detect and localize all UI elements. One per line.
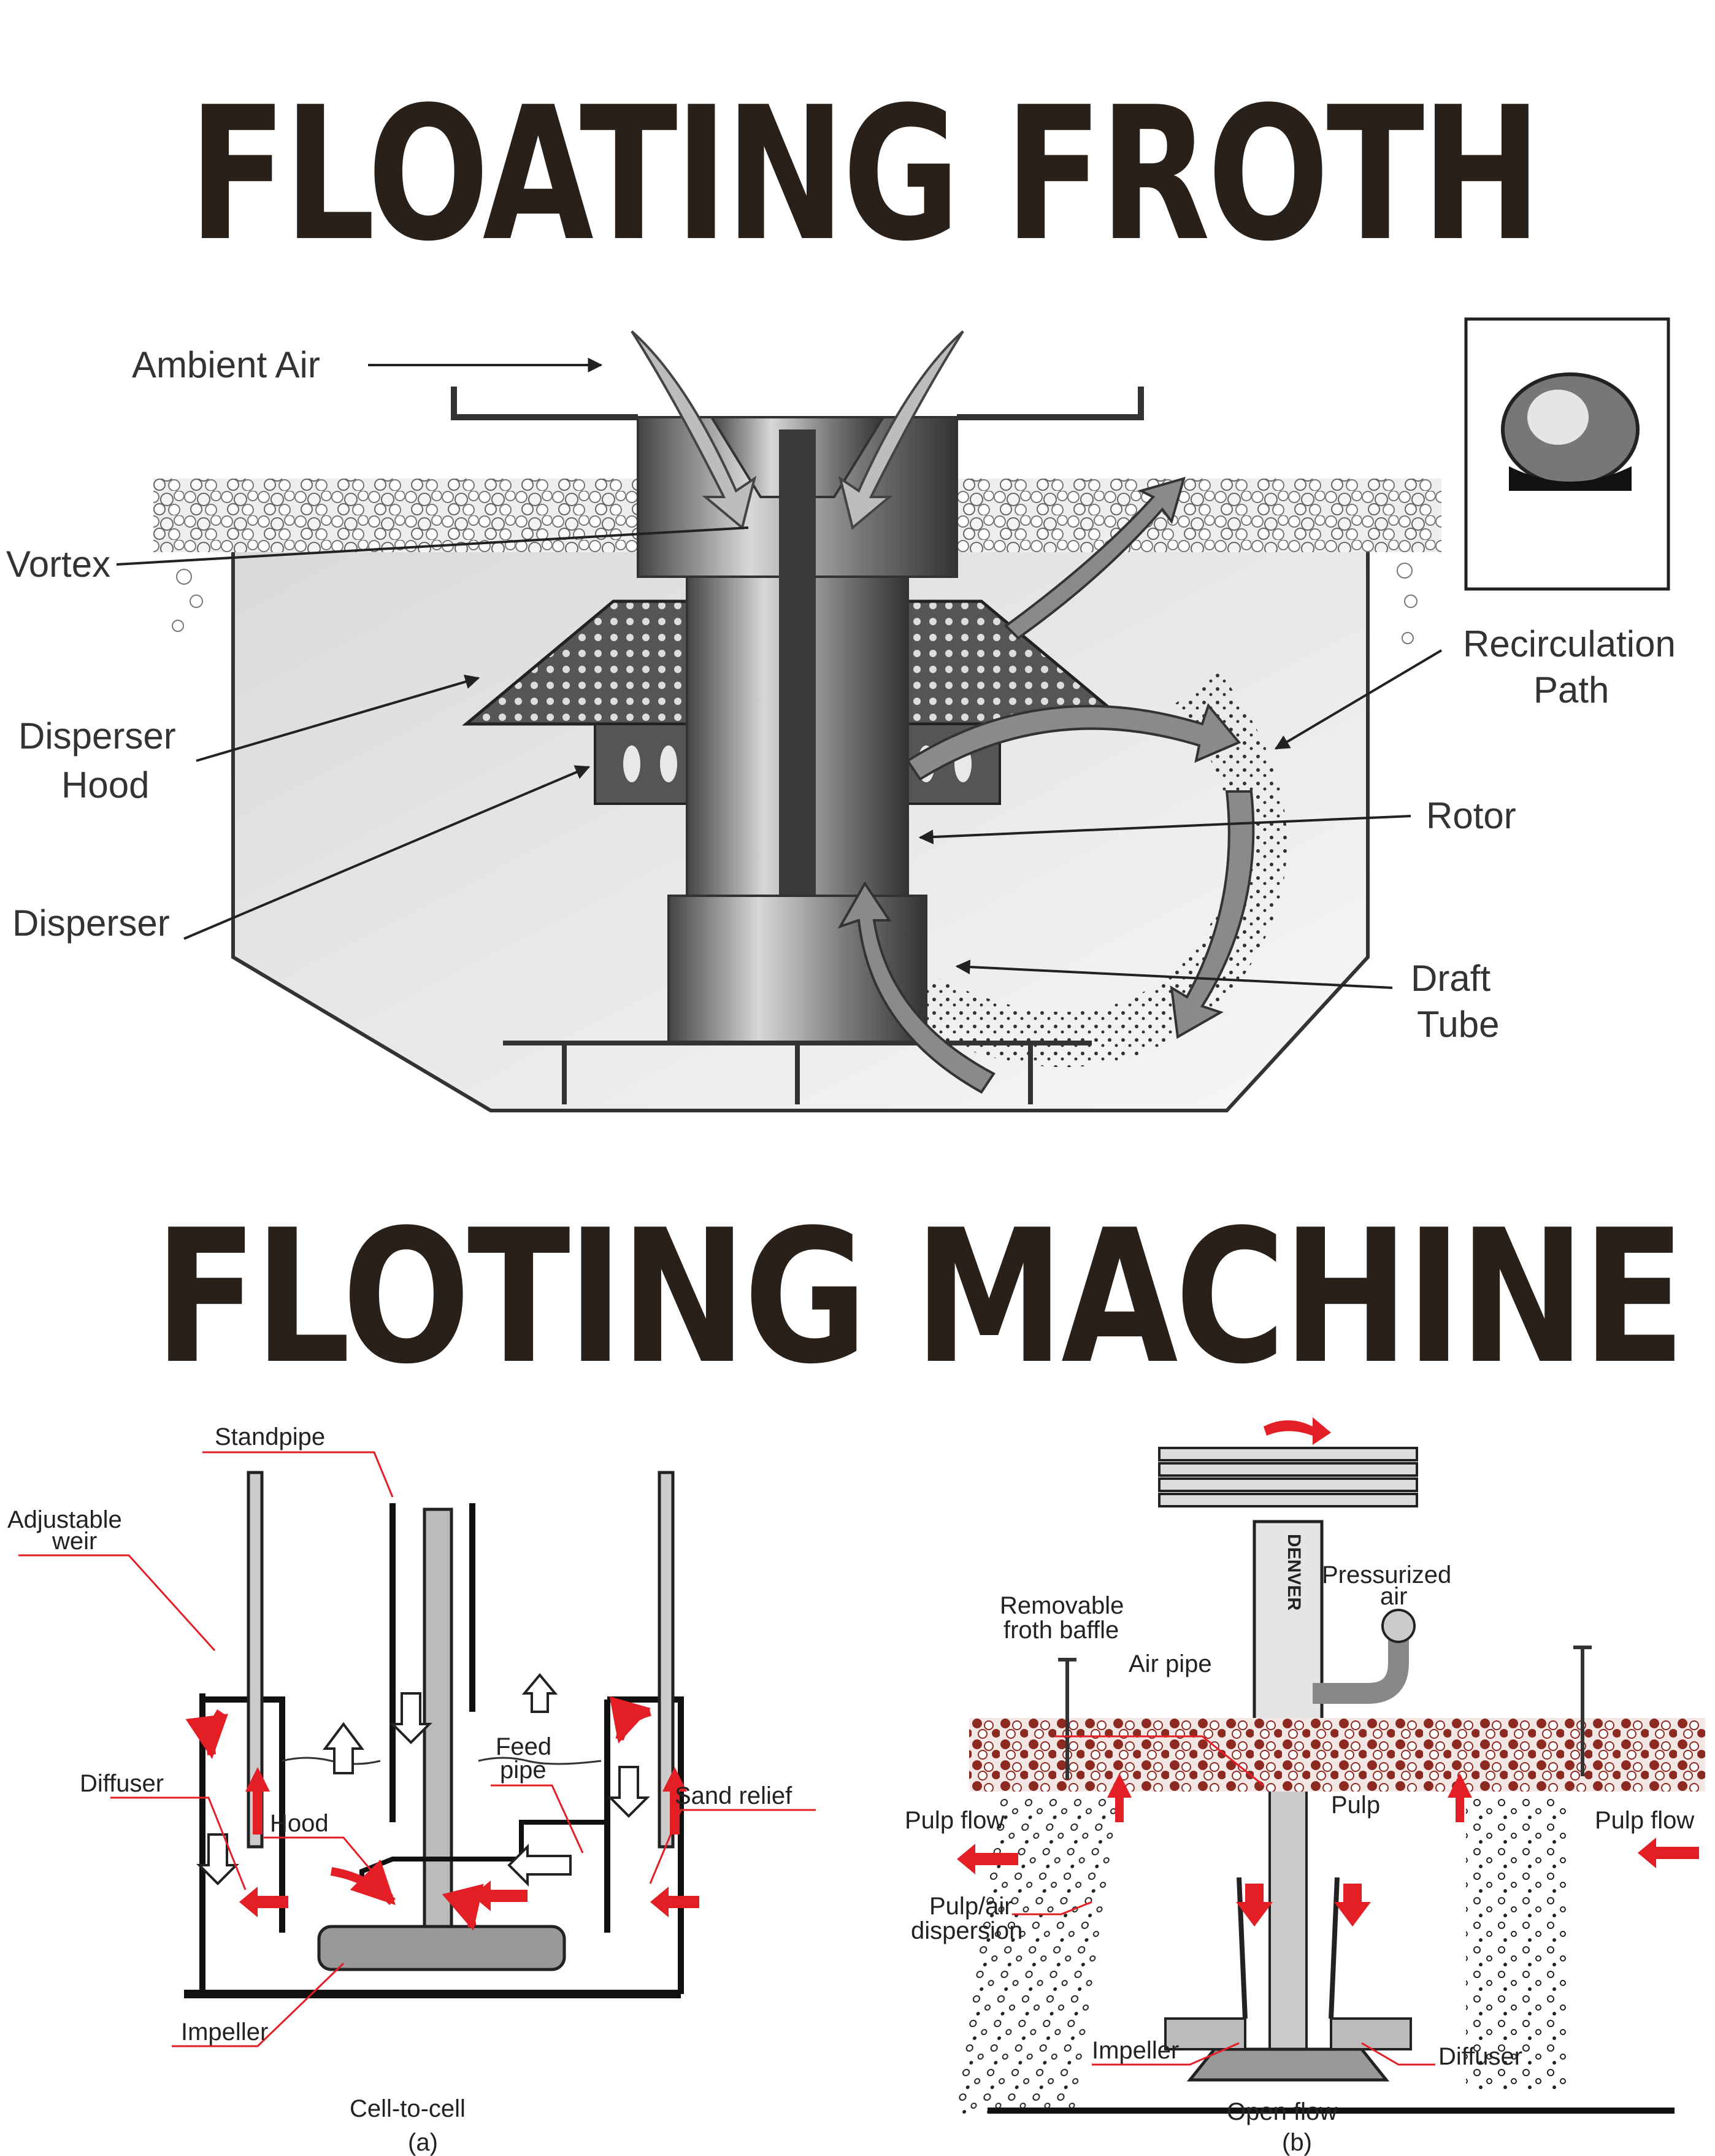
- label-recirculation-line2: Path: [1533, 669, 1609, 710]
- adjustable-weir-left: [247, 1471, 264, 1849]
- top-hood-frame: [451, 387, 1144, 420]
- drive-pulley: [1158, 1447, 1418, 1507]
- label-pulp-flow-left: Pulp flow: [905, 1807, 1004, 1834]
- flow-curves-red: [185, 1696, 651, 1931]
- froth-baffles: [1058, 1646, 1592, 1779]
- label-draft-tube-line1: Draft: [1411, 958, 1491, 999]
- label-pulp: Pulp: [1331, 1792, 1380, 1819]
- label-standpipe: Standpipe: [215, 1423, 325, 1450]
- brand-denver: DENVER: [1284, 1534, 1304, 1611]
- froth-drips: [172, 563, 1418, 644]
- label-air-pipe: Air pipe: [1129, 1650, 1212, 1677]
- leader-lines-a: [18, 1451, 816, 2047]
- label-feed-pipe-line1: Feed: [496, 1733, 551, 1760]
- sub-caption-a: (a): [408, 2129, 438, 2156]
- ambient-air-arrows: [631, 330, 964, 530]
- label-adjustable-weir-line1: Adjustable: [7, 1506, 122, 1533]
- recirculation-arrows: [837, 477, 1255, 1094]
- caption-b: Open flow: [1227, 2098, 1337, 2125]
- label-disperser-hood-line2: Hood: [61, 764, 149, 806]
- flow-arrows-red-b: [957, 1773, 1699, 1927]
- label-pulp-air-line2: dispersion: [911, 1917, 1022, 1944]
- label-ambient-air: Ambient Air: [132, 344, 320, 385]
- label-removable-baffle-line1: Removable: [1000, 1592, 1124, 1619]
- air-valve: [1381, 1609, 1416, 1643]
- label-hood: Hood: [270, 1810, 329, 1837]
- label-removable-baffle-line2: froth baffle: [1003, 1617, 1119, 1644]
- pulp-dispersion-left: [954, 1798, 1123, 2117]
- leader-lines-b: [1012, 1735, 1435, 2066]
- open-flow-diagram: DENVER: [905, 1417, 1705, 2156]
- impeller-b: [1186, 2047, 1390, 2082]
- rotation-arrow: [1264, 1417, 1331, 1445]
- label-pressurized-air-line1: Pressurized: [1322, 1561, 1451, 1588]
- label-disperser: Disperser: [12, 903, 170, 944]
- label-diffuser-b: Diffuser: [1438, 2043, 1522, 2070]
- caption-a: Cell-to-cell: [350, 2095, 466, 2122]
- label-pulp-flow-right: Pulp flow: [1595, 1807, 1694, 1834]
- label-draft-tube-line2: Tube: [1417, 1004, 1500, 1045]
- leader-lines: [116, 358, 1443, 989]
- froth-cell-diagram: Ambient Air Vortex Disperser Hood Disper…: [6, 317, 1676, 1112]
- label-sand-relief: Sand relief: [675, 1782, 792, 1809]
- title-floating-froth: FLOATING FROTH: [188, 67, 1542, 282]
- label-pulp-air-line1: Pulp/air: [929, 1893, 1013, 1920]
- label-diffuser: Diffuser: [80, 1770, 164, 1797]
- flow-arrows-red: [239, 1767, 699, 1917]
- flow-arrows-outline: [196, 1673, 650, 1887]
- rotor-shaft: [779, 429, 816, 957]
- pulp-dispersion-right: [1466, 1798, 1570, 2092]
- label-vortex: Vortex: [6, 544, 110, 585]
- water-line: [282, 1757, 602, 1765]
- label-recirculation-line1: Recirculation: [1463, 623, 1676, 664]
- impeller: [317, 1925, 566, 1971]
- label-adjustable-weir-line2: weir: [52, 1528, 97, 1555]
- pressurized-air-pipe: [1313, 1638, 1409, 1704]
- impeller-shaft: [423, 1507, 453, 1947]
- label-disperser-hood-line1: Disperser: [18, 715, 176, 757]
- froth-layer-b: [969, 1718, 1705, 1792]
- diffuser-b: [1164, 2017, 1246, 2050]
- label-impeller: Impeller: [181, 2019, 268, 2046]
- sub-caption-b: (b): [1282, 2129, 1312, 2156]
- title-floting-machine: FLOTING MACHINE: [154, 1190, 1686, 1404]
- label-impeller-b: Impeller: [1092, 2037, 1179, 2064]
- label-pressurized-air-line2: air: [1380, 1583, 1407, 1610]
- label-rotor: Rotor: [1426, 795, 1516, 836]
- cell-to-cell-diagram: Standpipe Adjustable weir Feed pipe Diff…: [7, 1423, 816, 2156]
- label-feed-pipe-line2: pipe: [500, 1757, 547, 1784]
